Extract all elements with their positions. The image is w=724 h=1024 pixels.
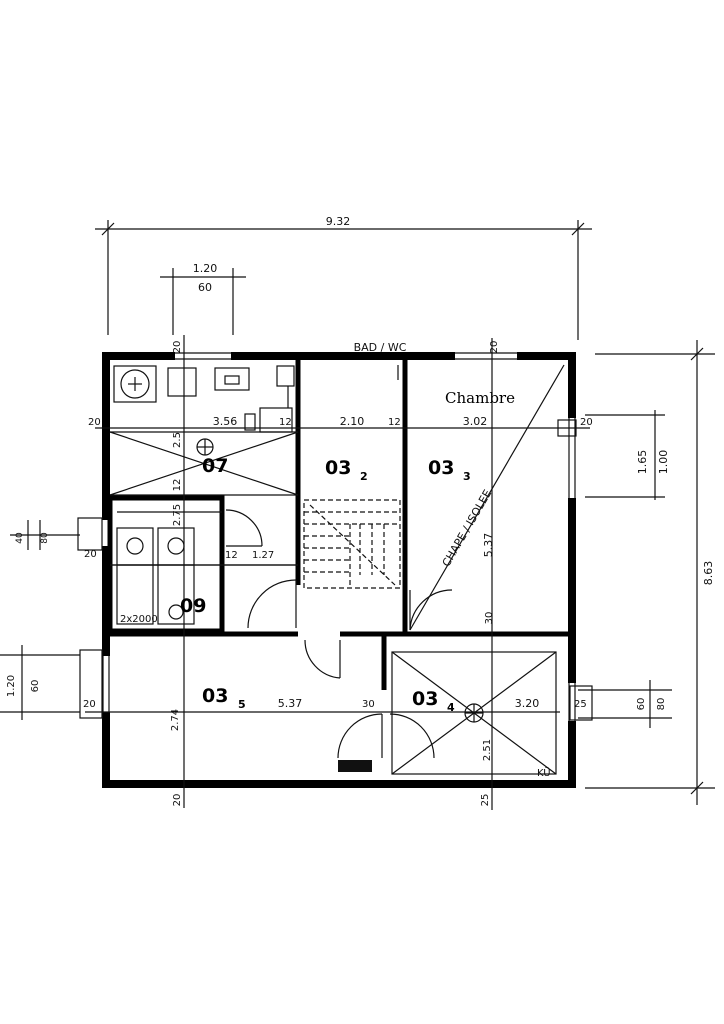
dim-320: 3.20 — [515, 697, 540, 710]
dim-20-right: 20 — [580, 417, 593, 428]
bedroom-diagonal — [409, 364, 565, 631]
dim-25-right: 25 — [574, 699, 587, 710]
staircase — [303, 499, 401, 589]
dim-60-left: 60 — [30, 680, 41, 693]
overall-width-dimension: 9.32 — [95, 215, 592, 340]
dim-20-left: 20 — [88, 417, 101, 428]
dim-20-mid: 20 — [84, 549, 97, 560]
bathroom-fixtures — [109, 365, 299, 496]
kitchen-label: KÜ — [537, 766, 551, 779]
dim-127: 1.27 — [252, 550, 274, 561]
dim-40: 40 — [15, 532, 25, 544]
dim-12-a: 12 — [279, 417, 292, 428]
room-09: 09 — [180, 595, 206, 617]
dim-20-lower: 20 — [83, 699, 96, 710]
dim-100: 1.00 — [657, 450, 670, 475]
dim-274: 2.74 — [170, 709, 181, 731]
room-034-sub: 4 — [447, 701, 455, 714]
interior-dimension-lines — [85, 335, 590, 810]
room-034-main: 03 — [412, 688, 438, 710]
dim-12-c: 12 — [225, 550, 238, 561]
room-032-main: 03 — [325, 457, 351, 479]
right-lower-dimensions: 60 80 — [575, 680, 672, 728]
room-035-main: 03 — [202, 685, 228, 707]
dim-165: 1.65 — [636, 450, 649, 475]
top-room-label: BAD / WC — [354, 341, 407, 354]
plan-labels: BAD / WC Chambre CHAPE / ISOLEE KÜ 07 03… — [83, 341, 593, 807]
window-top-width: 1.20 — [193, 262, 218, 275]
room-035-sub: 5 — [238, 698, 246, 711]
dim-2x2000: 2x2000 — [120, 614, 158, 625]
window-top-dimension: 1.20 60 — [160, 262, 246, 335]
dim-275: 2.75 — [172, 504, 183, 526]
dim-12-vertical: 12 — [172, 479, 183, 492]
dim-537-horizontal: 5.37 — [278, 697, 303, 710]
dim-80: 80 — [40, 532, 50, 544]
window-top-parapet: 60 — [198, 281, 212, 294]
kitchen-area — [391, 651, 557, 775]
overall-height-dimension: 8.63 — [585, 340, 715, 805]
dim-251: 2.51 — [482, 739, 493, 761]
overall-height-label: 8.63 — [702, 561, 715, 586]
dim-120-left: 1.20 — [6, 675, 17, 697]
dim-25-bottom: 25 — [480, 794, 491, 807]
room-032-sub: 2 — [360, 470, 368, 483]
dim-12-b: 12 — [388, 417, 401, 428]
overall-width-label: 9.32 — [326, 215, 351, 228]
dim-210: 2.10 — [340, 415, 365, 428]
dim-537-vertical: 5.37 — [482, 533, 495, 558]
dim-30-horizontal: 30 — [362, 699, 375, 710]
chambre-label: Chambre — [445, 389, 515, 407]
room-033-sub: 3 — [463, 470, 471, 483]
dim-20-top2: 20 — [489, 341, 500, 354]
dim-356: 3.56 — [213, 415, 238, 428]
dim-25-top: 2.5 — [172, 432, 183, 448]
outer-walls — [77, 350, 593, 788]
dim-60-right: 60 — [636, 698, 647, 711]
window-right-dimension: 1.65 1.00 — [585, 410, 670, 500]
doors — [225, 509, 453, 772]
dim-302: 3.02 — [463, 415, 488, 428]
dim-80-right: 80 — [656, 698, 667, 711]
dim-20-top: 20 — [172, 341, 183, 354]
left-side-dimensions: 40 80 1.20 60 — [0, 520, 80, 720]
room-07: 07 — [202, 455, 228, 477]
room-033-main: 03 — [428, 457, 454, 479]
dim-30-vertical: 30 — [484, 612, 495, 625]
dim-20-bottom: 20 — [172, 794, 183, 807]
